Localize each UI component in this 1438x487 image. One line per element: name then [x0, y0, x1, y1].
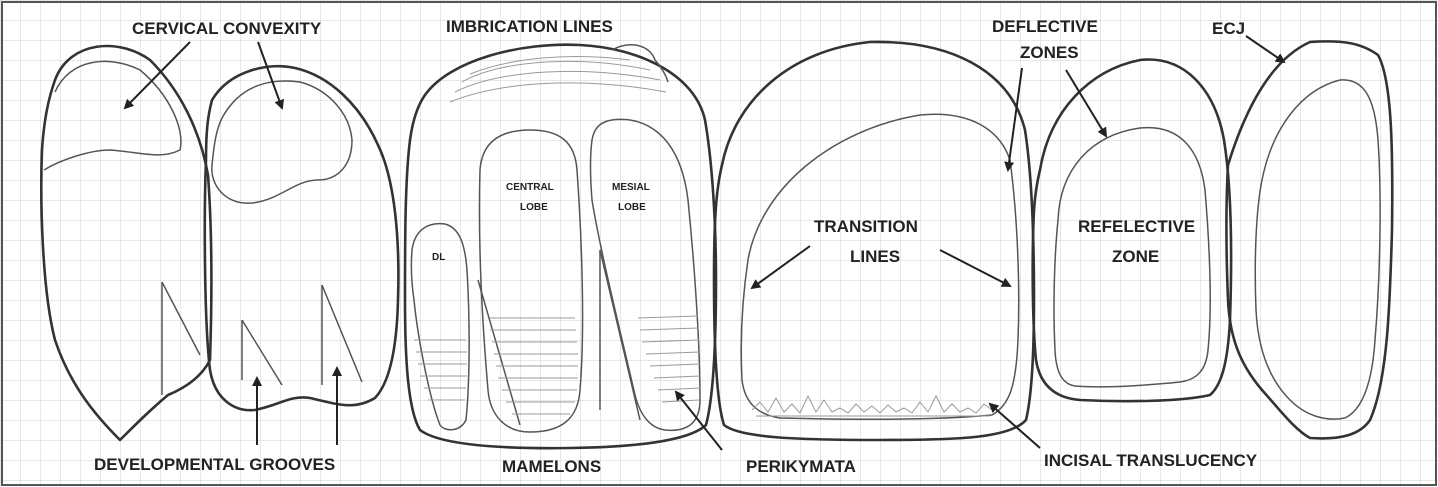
tooth-2 [203, 64, 400, 412]
tooth-1 [40, 44, 213, 442]
label-mamelons: MAMELONS [502, 457, 601, 476]
label-transition-lines-line1: TRANSITION [814, 217, 918, 236]
label-incisal-translucency: INCISAL TRANSLUCENCY [1044, 451, 1258, 470]
label-central-lobe-line2: LOBE [520, 202, 548, 213]
tooth-5 [1031, 58, 1233, 403]
label-deflective-zones-line2: ZONES [1020, 43, 1079, 62]
label-imbrication-lines: IMBRICATION LINES [446, 17, 613, 36]
label-mesial-lobe-line2: LOBE [618, 202, 646, 213]
tooth-6 [1225, 40, 1394, 440]
arrow-deflective-zones-2 [1065, 69, 1108, 138]
label-central-lobe-line1: CENTRAL [506, 182, 554, 193]
label-mesial-lobe-line1: MESIAL [612, 182, 650, 193]
tooth-4 [712, 40, 1036, 442]
arrow-incisal-translucency [988, 402, 1041, 449]
label-perikymata: PERIKYMATA [746, 457, 856, 476]
label-cervical-convexity: CERVICAL CONVEXITY [132, 19, 322, 38]
label-ecj: ECJ [1212, 19, 1245, 38]
label-transition-lines-line2: LINES [850, 247, 900, 266]
label-developmental-grooves: DEVELOPMENTAL GROOVES [94, 455, 335, 474]
arrow-deflective-zones-1 [1004, 67, 1023, 172]
tooth-3 [403, 43, 718, 450]
arrow-perikymata [674, 390, 723, 451]
arrow-cervical-convexity-1 [123, 41, 191, 110]
label-reflective-zone-line1: REFELECTIVE [1078, 217, 1195, 236]
arrow-transition-lines-right [939, 249, 1012, 287]
annotation-arrows [123, 35, 1286, 451]
arrow-cervical-convexity-2 [257, 41, 284, 110]
label-dl: DL [432, 252, 445, 263]
arrow-transition-lines-left [750, 245, 811, 290]
arrow-ecj [1245, 35, 1286, 64]
label-reflective-zone-line2: ZONE [1112, 247, 1159, 266]
label-deflective-zones-line1: DEFLECTIVE [992, 17, 1098, 36]
